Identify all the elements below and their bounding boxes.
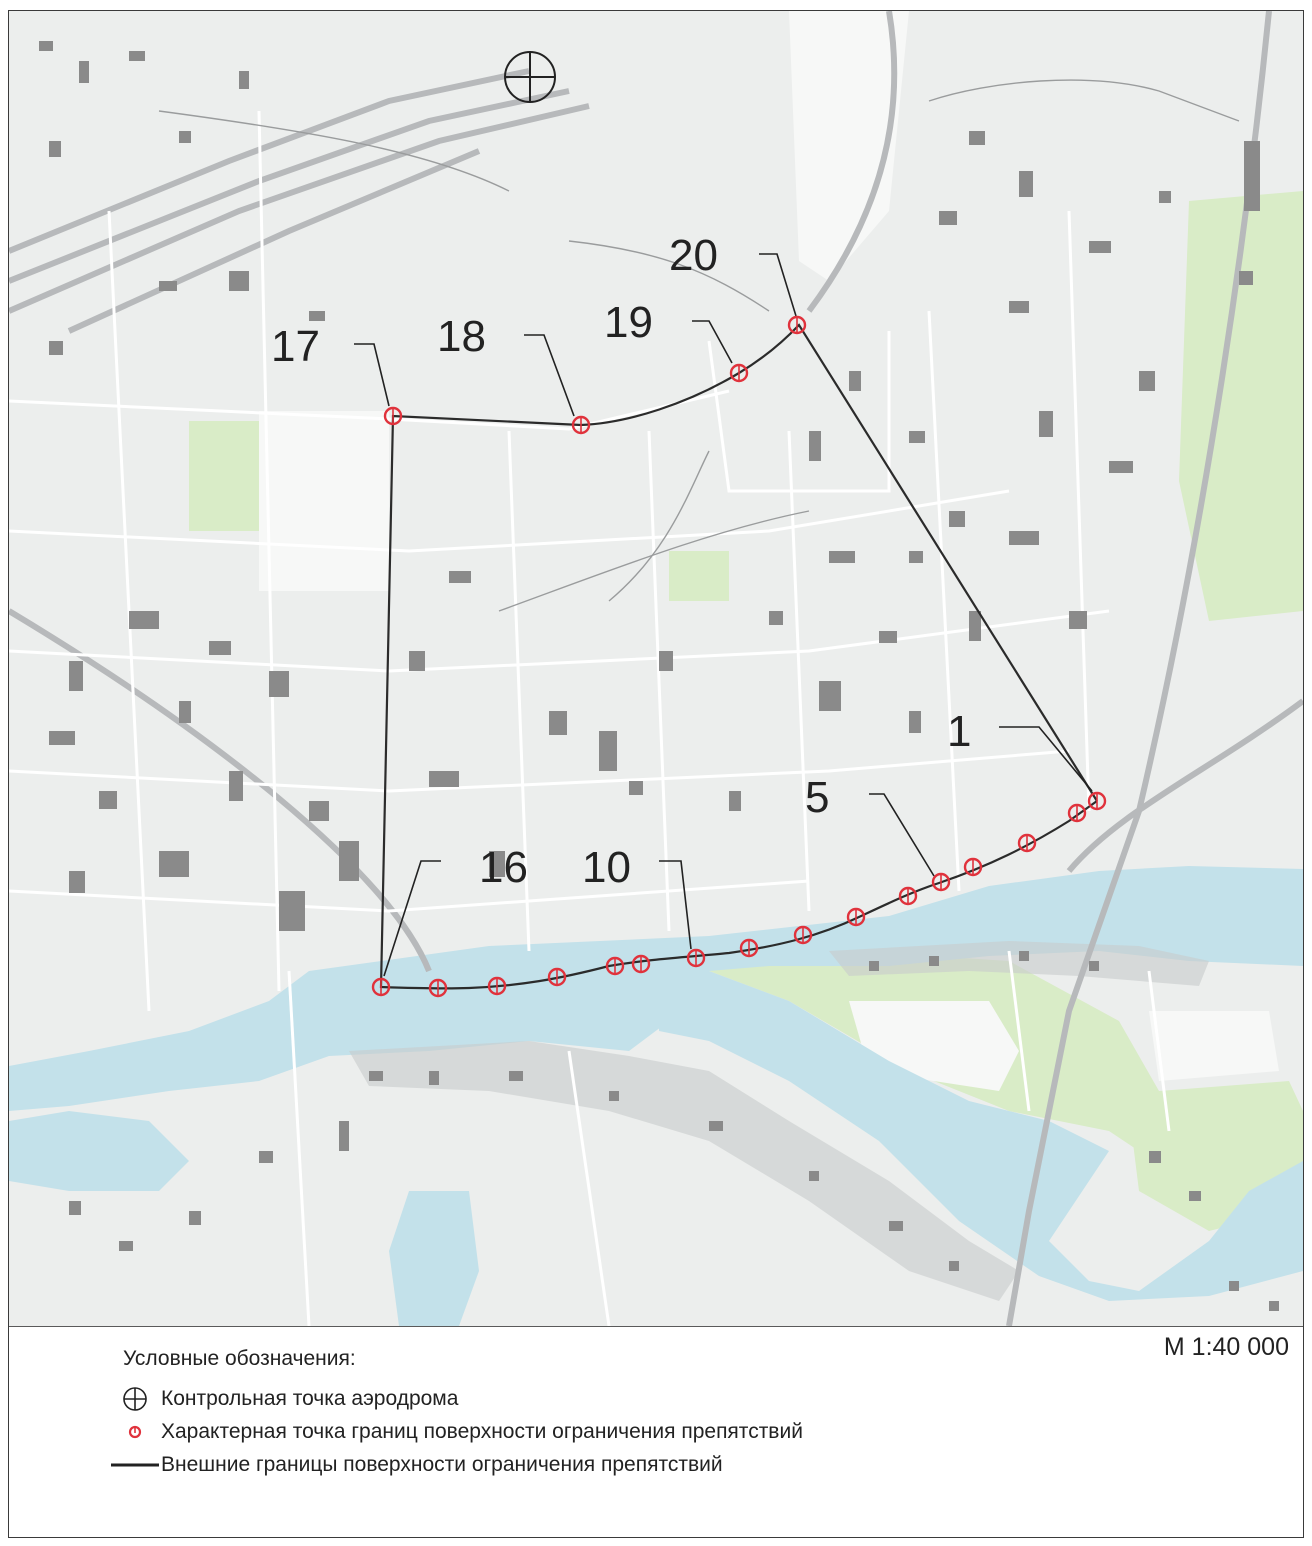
crosshair-circle-icon	[109, 1386, 161, 1412]
legend-label-aerodrome-point: Контрольная точка аэродрома	[161, 1387, 459, 1410]
railways	[9, 11, 1303, 1326]
black-line-icon	[109, 1452, 161, 1478]
river	[9, 866, 1303, 1326]
legend-label-characteristic-point: Характерная точка границ поверхности огр…	[161, 1420, 803, 1443]
point-label-10: 10	[582, 843, 631, 892]
map-scale: М 1:40 000	[1163, 1333, 1289, 1361]
road-network	[9, 110, 1171, 1326]
point-label-18: 18	[437, 312, 486, 361]
map-canvas[interactable]: 20 19 18 17 1 5 16 10	[9, 11, 1303, 1326]
legend-item-characteristic-point: Характерная точка границ поверхности огр…	[109, 1419, 803, 1445]
legend-item-outer-boundary: Внешние границы поверхности ограничения …	[109, 1452, 723, 1478]
map-svg: 20 19 18 17 1 5 16 10	[9, 11, 1303, 1326]
obstacle-surface-outer-boundary[interactable]	[379, 323, 1098, 990]
point-label-17: 17	[271, 322, 320, 371]
legend-item-aerodrome-point: Контрольная точка аэродрома	[109, 1386, 458, 1412]
label-leaders	[354, 253, 1093, 977]
legend-title: Условные обозначения:	[123, 1347, 356, 1370]
point-ticks	[380, 317, 1098, 996]
buildings	[39, 41, 1279, 1311]
point-label-20: 20	[669, 231, 718, 280]
legend-label-outer-boundary: Внешние границы поверхности ограничения …	[161, 1453, 723, 1476]
island-built-areas	[349, 941, 1209, 1301]
aerodrome-reference-point-icon[interactable]	[504, 51, 556, 103]
point-label-19: 19	[604, 298, 653, 347]
map-legend-divider	[9, 1326, 1303, 1327]
point-label-1: 1	[947, 707, 971, 756]
point-label-5: 5	[805, 773, 829, 822]
point-label-16: 16	[479, 843, 528, 892]
minor-roads	[158, 79, 1240, 612]
red-circle-point-icon	[109, 1419, 161, 1445]
map-sheet: 20 19 18 17 1 5 16 10 М 1:40 000 Условны…	[8, 10, 1304, 1538]
